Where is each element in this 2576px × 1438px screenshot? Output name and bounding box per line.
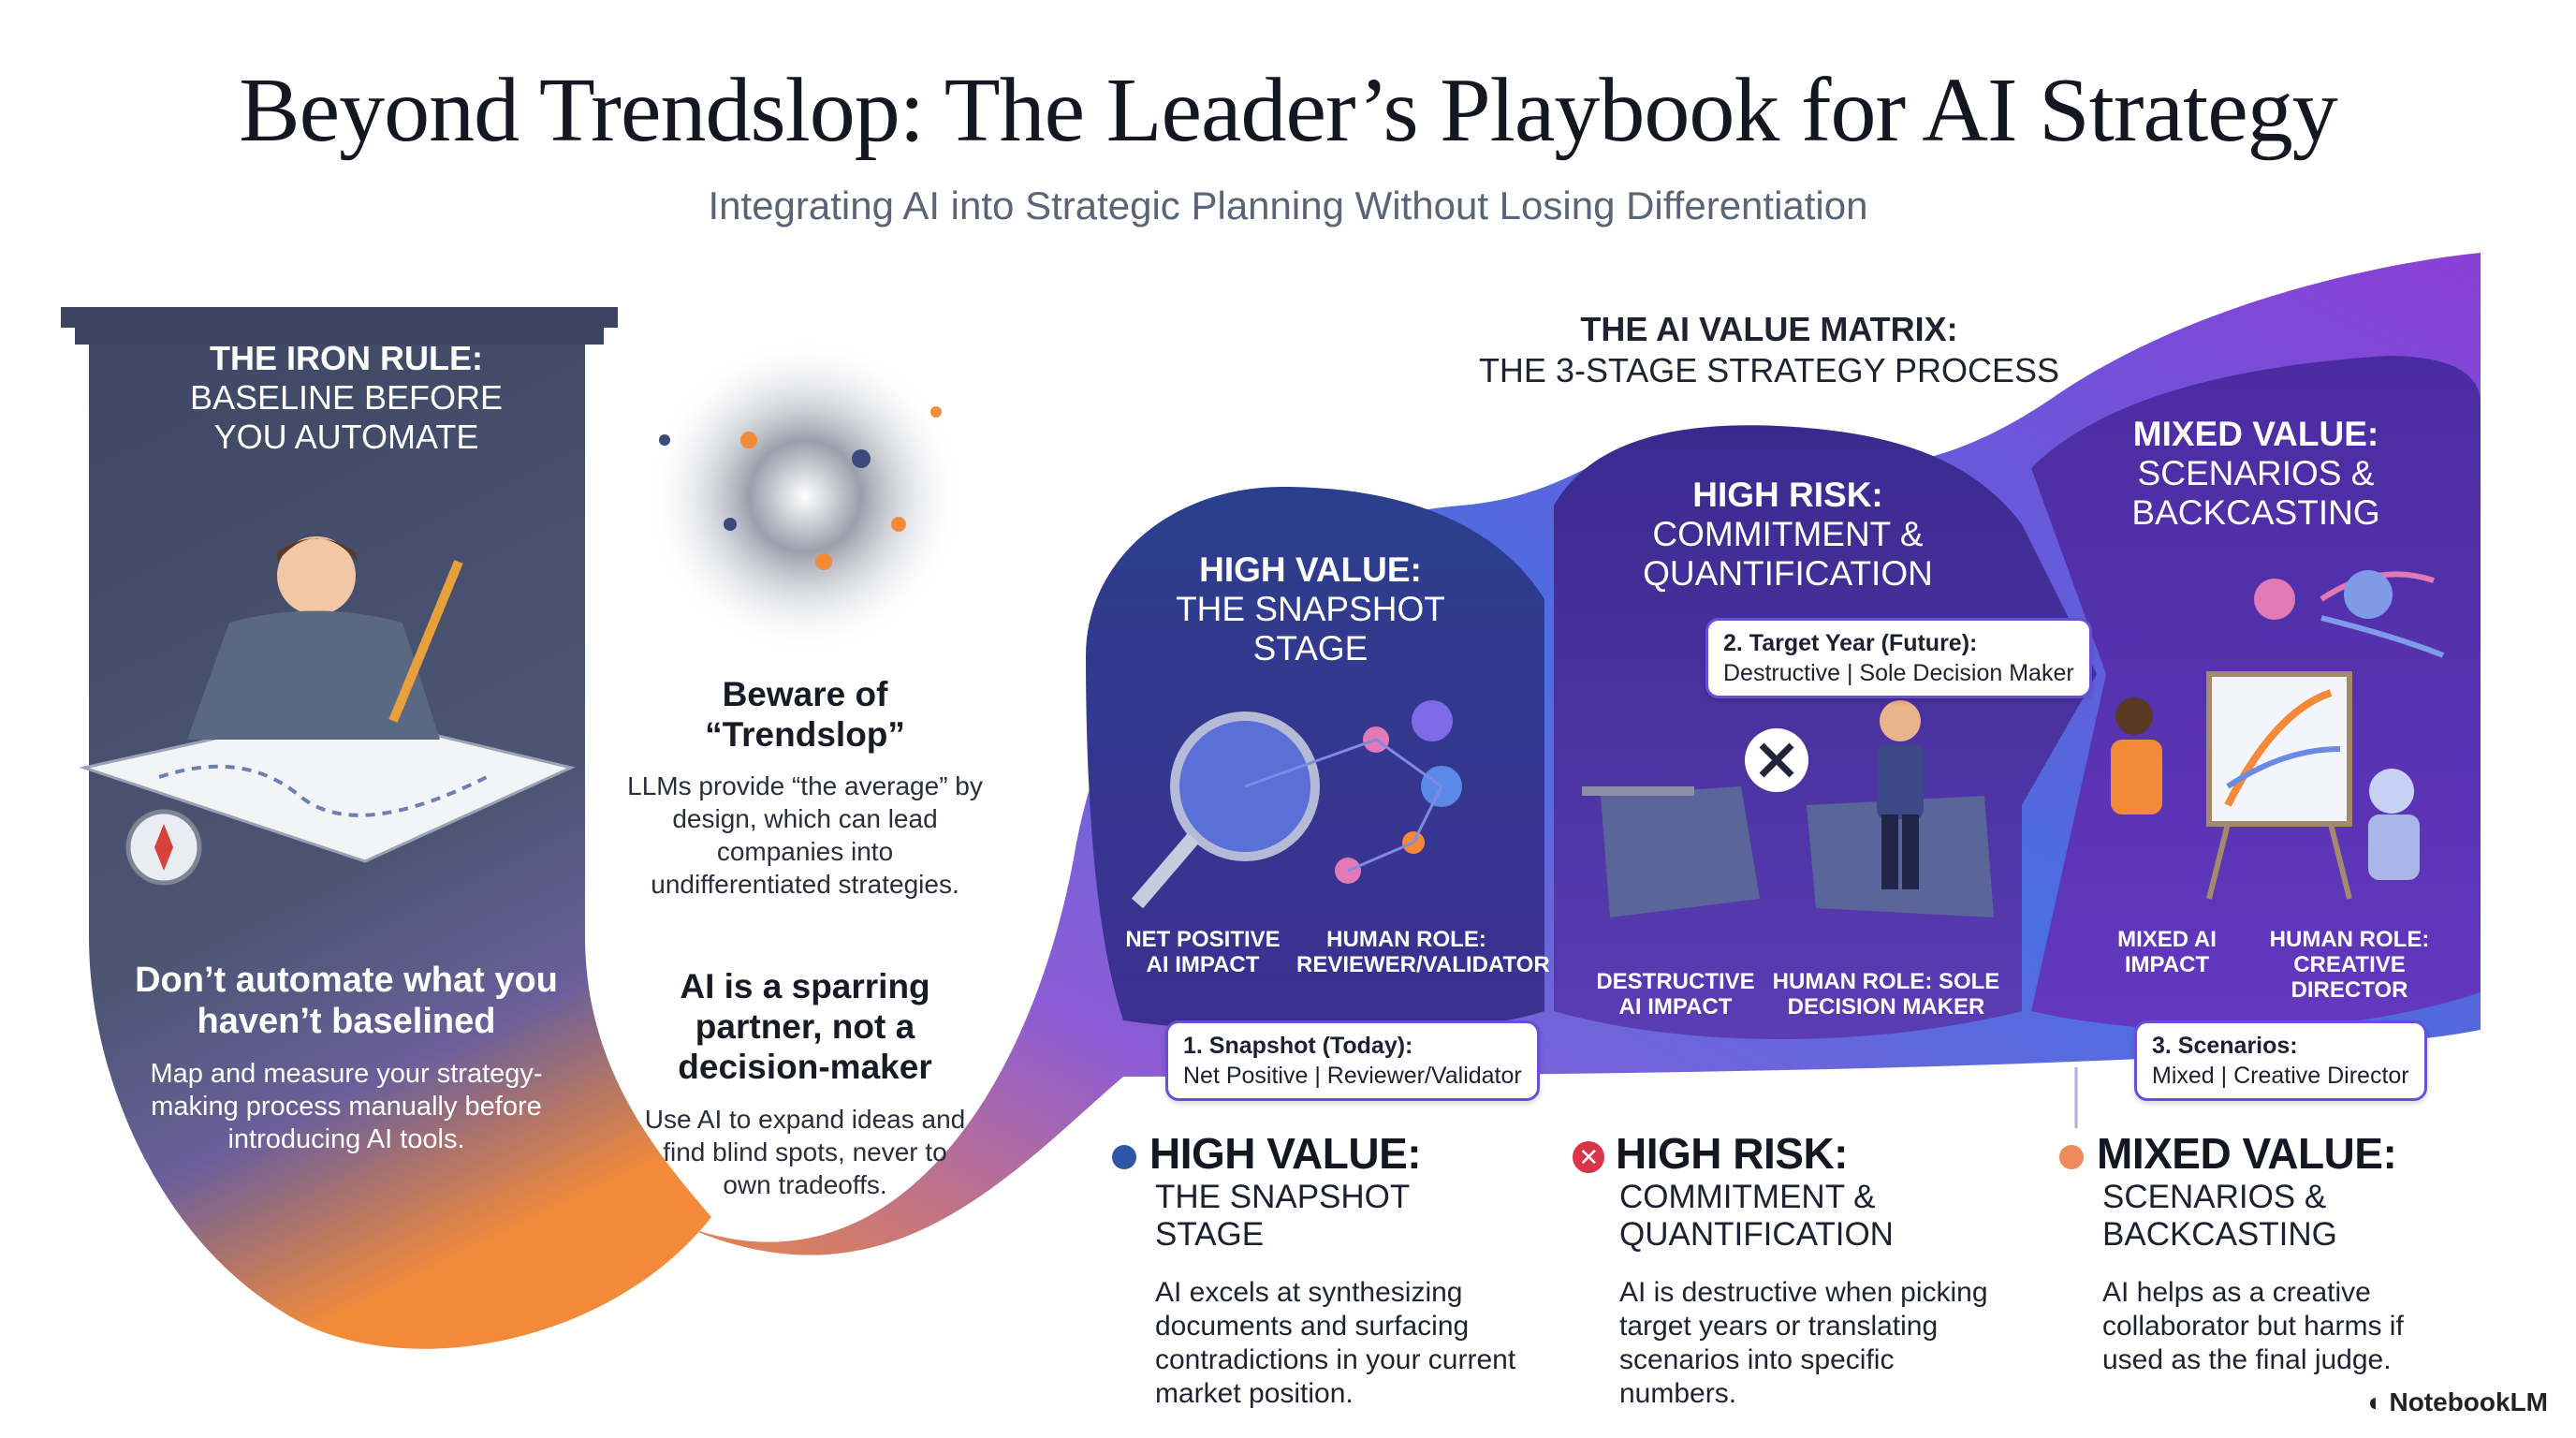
matrix-title: THE AI VALUE MATRIX: THE 3-STAGE STRATEG… bbox=[1478, 310, 2060, 389]
notebooklm-logo-icon: ◐ bbox=[2367, 1387, 2384, 1416]
stage-1-panel-title: HIGH VALUE: THE SNAPSHOT STAGE bbox=[1176, 550, 1445, 668]
stage-2-callout: 2. Target Year (Future): Destructive | S… bbox=[1705, 618, 2092, 698]
trendslop-heading: Beware of “Trendslop” bbox=[705, 675, 905, 754]
stage-1-impact-stat: NET POSITIVE AI IMPACT bbox=[1125, 927, 1281, 977]
page-subtitle: Integrating AI into Strategic Planning W… bbox=[708, 183, 1868, 227]
stage-3-role-stat: HUMAN ROLE: CREATIVE DIRECTOR bbox=[2269, 927, 2430, 1003]
notebooklm-logo: ◐NotebookLM bbox=[2367, 1387, 2548, 1416]
iron-rule-body: Map and measure your strategy-making pro… bbox=[150, 1059, 543, 1154]
page-title: Beyond Trendslop: The Leader’s Playbook … bbox=[239, 60, 2337, 161]
stage-3-callout: 3. Scenarios: Mixed | Creative Director bbox=[2134, 1020, 2427, 1101]
stage-2-error-icon: ✕ bbox=[1573, 1140, 1604, 1173]
stage-3-summary: MIXED VALUE: SCENARIOS & BACKCASTING AI … bbox=[2059, 1128, 2546, 1377]
trendslop-body: LLMs provide “the average” by design, wh… bbox=[627, 771, 983, 899]
stage-2-impact-stat: DESTRUCTIVE AI IMPACT bbox=[1596, 969, 1755, 1020]
stage-3-bullet-icon bbox=[2059, 1144, 2084, 1169]
stage-2-panel-title: HIGH RISK: COMMITMENT & QUANTIFICATION bbox=[1643, 476, 1933, 593]
stage-2-role-stat: HUMAN ROLE: SOLE DECISION MAKER bbox=[1772, 969, 2000, 1020]
stage-1-bullet-icon bbox=[1112, 1144, 1136, 1169]
stage-1-role-stat: HUMAN ROLE: REVIEWER/VALIDATOR bbox=[1296, 927, 1550, 977]
iron-rule-title: THE IRON RULE: BASELINE BEFORE YOU AUTOM… bbox=[189, 339, 504, 456]
map-illustration bbox=[79, 536, 576, 886]
stage-2-summary: ✕HIGH RISK: COMMITMENT & QUANTIFICATION … bbox=[1573, 1128, 2059, 1411]
stage-1-summary: HIGH VALUE: THE SNAPSHOT STAGE AI excels… bbox=[1112, 1128, 1524, 1411]
stage-3-panel-title: MIXED VALUE: SCENARIOS & BACKCASTING bbox=[2131, 415, 2380, 532]
trendslop-cloud-illustration bbox=[646, 337, 964, 655]
stage-1-callout: 1. Snapshot (Today): Net Positive | Revi… bbox=[1165, 1020, 1540, 1101]
creative-painter-illustration bbox=[2111, 570, 2445, 900]
cliff-illustration bbox=[1582, 700, 1994, 917]
iron-rule-heading: Don’t automate what you haven’t baseline… bbox=[135, 961, 558, 1041]
sparring-partner-body: Use AI to expand ideas and find blind sp… bbox=[644, 1105, 966, 1199]
stage-3-impact-stat: MIXED AI IMPACT bbox=[2117, 927, 2217, 977]
magnifier-network-illustration bbox=[1131, 700, 1462, 909]
sparring-partner-heading: AI is a sparring partner, not a decision… bbox=[678, 967, 932, 1086]
